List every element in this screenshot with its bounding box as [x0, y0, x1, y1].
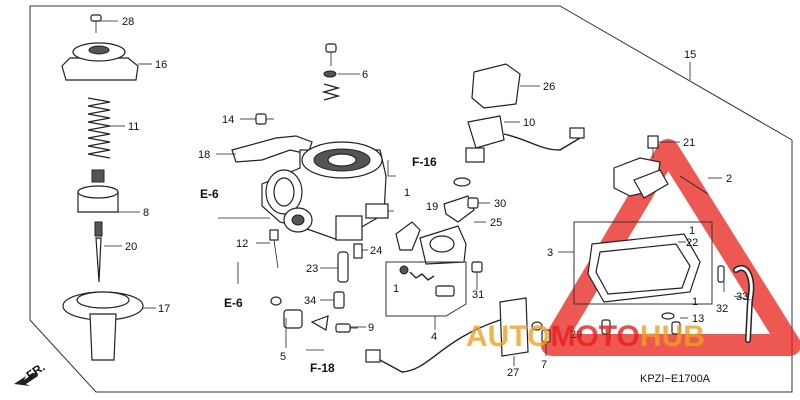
- label-5: 5: [280, 351, 286, 363]
- bolt-12: [269, 229, 279, 269]
- gasket-1: [395, 221, 421, 251]
- float-chamber-3: [587, 233, 701, 303]
- ref-e6-top: E-6: [200, 187, 219, 201]
- label-3: 3: [547, 247, 553, 259]
- jet-24: [353, 243, 363, 259]
- label-22: 22: [686, 237, 698, 249]
- label-33: 33: [736, 291, 748, 303]
- pump-19: [419, 225, 467, 265]
- choke-27: [365, 297, 529, 373]
- diagram-frame: [29, 5, 793, 393]
- pump-parts-4: [399, 265, 455, 297]
- ref-f16: F-16: [412, 155, 437, 169]
- label-23: 23: [306, 263, 318, 275]
- label-9: 9: [368, 322, 374, 334]
- label-34: 34: [304, 295, 316, 307]
- screw-23: [337, 251, 349, 283]
- spring-11: [87, 97, 111, 159]
- chamber-box-3: [573, 221, 713, 305]
- label-15: 15: [684, 49, 696, 61]
- label-17: 17: [158, 303, 170, 315]
- label-12: 12: [236, 238, 248, 250]
- screw-9: [335, 323, 358, 333]
- carburetor-body: [261, 141, 394, 241]
- front-arrow-icon: FR.: [14, 360, 48, 386]
- label-1c: 1: [689, 225, 695, 237]
- label-10: 10: [523, 117, 535, 129]
- bolt-31: [471, 261, 483, 282]
- label-25: 25: [490, 217, 502, 229]
- label-26: 26: [543, 81, 555, 93]
- cap-26: [471, 63, 521, 109]
- label-32: 32: [716, 303, 728, 315]
- ref-f18: F-18: [310, 361, 335, 375]
- screw-28: [90, 14, 102, 33]
- needle-20: [94, 221, 103, 283]
- label-28: 28: [122, 16, 134, 28]
- label-11: 11: [128, 121, 139, 133]
- label-1a: 1: [404, 187, 410, 199]
- label-19: 19: [426, 201, 438, 213]
- label-16: 16: [155, 59, 167, 71]
- lever-25: [443, 195, 475, 223]
- label-24: 24: [370, 245, 382, 257]
- diaphragm-17: [62, 291, 144, 361]
- label-8: 8: [143, 207, 149, 219]
- drain-screw-5: [270, 296, 329, 331]
- label-1d: 1: [692, 296, 698, 308]
- label-13: 13: [692, 313, 704, 325]
- label-30: 30: [494, 198, 506, 210]
- label-31: 31: [472, 289, 484, 301]
- bracket-box-4: [385, 261, 467, 317]
- label-4: 4: [431, 331, 437, 343]
- label-21: 21: [683, 137, 695, 149]
- screw-spring-6: [321, 43, 341, 101]
- needle-holder-8: [77, 169, 119, 213]
- o-ring: [453, 177, 471, 187]
- auto-choke-10: [465, 115, 585, 163]
- label-27: 27: [507, 367, 519, 379]
- float-2: [613, 157, 709, 199]
- label-7: 7: [541, 359, 547, 371]
- washer-30: [467, 197, 479, 209]
- label-18: 18: [198, 149, 210, 161]
- ref-e6-bottom: E-6: [224, 296, 243, 310]
- label-29: 29: [570, 329, 582, 341]
- bolt-14: [255, 113, 274, 125]
- top-cover-16: [61, 42, 139, 81]
- leader-lines: [101, 20, 751, 366]
- label-20: 20: [125, 241, 137, 253]
- label-14: 14: [222, 114, 234, 126]
- screws-13: [661, 312, 681, 335]
- jet-34: [333, 291, 345, 309]
- watermark-text: AUTOMOTOHUB: [466, 320, 705, 353]
- diagram-code: KPZI−E1700A: [640, 373, 711, 385]
- label-2: 2: [726, 173, 732, 185]
- label-1b: 1: [393, 283, 399, 295]
- pin-32: [717, 265, 725, 283]
- screws-29: [601, 319, 611, 335]
- label-6: 6: [362, 69, 368, 81]
